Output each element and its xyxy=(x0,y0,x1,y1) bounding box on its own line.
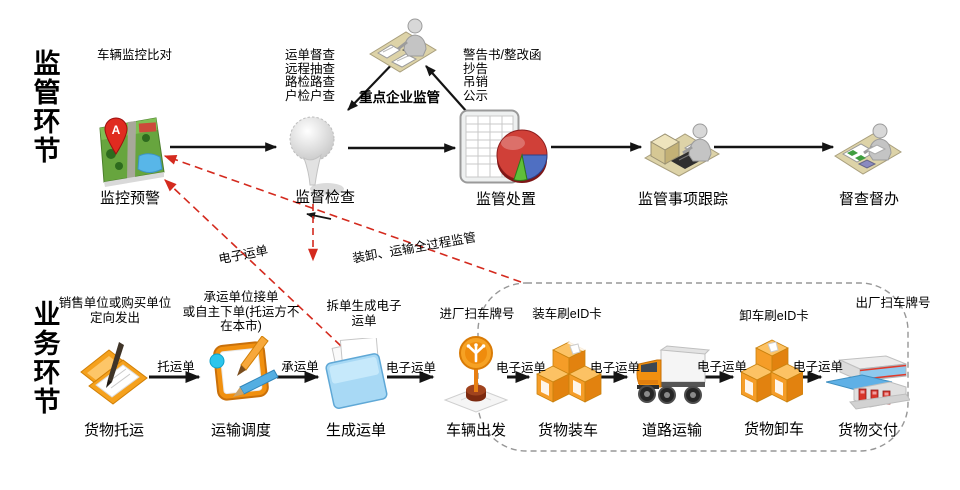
note-line: 拆单生成电子 xyxy=(326,299,402,313)
desk-person-icon xyxy=(366,16,440,74)
truck-icon xyxy=(633,344,711,406)
note-line: 路检路查 xyxy=(285,75,336,89)
edge-label-e-waybill-5: 电子运单 xyxy=(792,360,844,374)
note-eid-unload: 卸车刷eID卡 xyxy=(739,309,809,323)
note-dispatch: 承运单位接单 或自主下单(托运方不 在本市) xyxy=(183,290,300,334)
node-label-goods-deliver: 货物交付 xyxy=(837,422,899,439)
note-split-waybill: 拆单生成电子 运单 xyxy=(326,299,401,328)
note-inspect-list: 运单督查 远程抽查 路检路查 户检户查 xyxy=(285,48,336,103)
node-label-matter-tracking: 监管事项跟踪 xyxy=(637,191,729,208)
arrow-dispose-to-hub xyxy=(425,65,468,113)
edge-label-carrier-note: 承运单 xyxy=(281,360,319,374)
note-consign: 销售单位或购买单位 定向发出 xyxy=(59,296,172,325)
edge-label-e-waybill-4: 电子运单 xyxy=(696,360,748,374)
node-label-generate-waybill: 生成运单 xyxy=(325,422,387,439)
clipboard-pencils-icon xyxy=(204,336,282,408)
note-line: 吊销 xyxy=(463,75,489,89)
map-icon: A xyxy=(94,112,168,188)
arrow-small-cross xyxy=(306,212,332,220)
edge-label-e-waybill-3: 电子运单 xyxy=(589,361,641,375)
note-line: 公示 xyxy=(463,88,489,103)
red-link-process-to-monitor xyxy=(163,155,522,283)
note-line: 警告书/整改函 xyxy=(463,48,542,62)
node-label-supervise-handle: 督查督办 xyxy=(838,191,900,208)
node-label-supervise-dispose: 监管处置 xyxy=(475,191,537,208)
note-dispose-list: 警告书/整改函 抄告 吊销 公示 xyxy=(463,48,542,103)
note-line: 运单 xyxy=(351,313,377,328)
node-label-goods-load: 货物装车 xyxy=(537,422,599,439)
note-line: 或自主下单(托运方不 xyxy=(182,304,300,319)
note-line: 承运单位接单 xyxy=(203,290,279,304)
node-label-transport-dispatch: 运输调度 xyxy=(210,422,272,439)
cargo-boxes-icon xyxy=(741,338,803,408)
blue-folder-icon xyxy=(322,338,392,412)
signpost-icon xyxy=(443,334,509,416)
note-vehicle-monitor: 车辆监控比对 xyxy=(97,48,173,62)
svg-text:A: A xyxy=(112,123,121,137)
node-label-goods-consign: 货物托运 xyxy=(83,422,145,439)
note-line: 运单督查 xyxy=(285,48,336,62)
note-line: 销售单位或购买单位 xyxy=(58,296,172,310)
hub-label-key-enterprise: 重点企业监管 xyxy=(359,90,440,105)
cargo-boxes-icon xyxy=(536,340,602,408)
depot-icon xyxy=(826,354,910,412)
note-line: 户检户查 xyxy=(285,88,336,103)
note-line: 定向发出 xyxy=(89,310,141,325)
section-title-business: 业务环节 xyxy=(33,300,61,417)
section-title-supervision: 监管环节 xyxy=(33,49,61,166)
edge-label-e-waybill-1: 电子运单 xyxy=(385,361,437,375)
note-eid-load: 装车刷eID卡 xyxy=(532,307,602,321)
node-label-supervise-inspect: 监督检查 xyxy=(294,189,356,206)
desk-box-person-icon xyxy=(643,120,723,178)
note-line: 抄告 xyxy=(463,61,489,76)
node-label-goods-unload: 货物卸车 xyxy=(743,421,805,438)
spreadsheet-pie-icon xyxy=(459,109,549,189)
desk-docs-person-icon xyxy=(833,120,905,178)
note-line: 在本市) xyxy=(220,319,262,333)
note-scan-plate-in: 进厂扫车牌号 xyxy=(439,307,515,321)
folder-pen-icon xyxy=(79,340,151,408)
edge-label-consign-note: 托运单 xyxy=(157,360,195,374)
red-link-waybill-to-monitor xyxy=(164,179,342,347)
balloon-icon xyxy=(284,110,346,200)
note-scan-plate-out: 出厂扫车牌号 xyxy=(855,296,931,310)
node-label-road-transport: 道路运输 xyxy=(641,422,703,439)
node-label-vehicle-depart: 车辆出发 xyxy=(445,422,507,439)
node-label-monitor-warning: 监控预警 xyxy=(99,190,161,207)
note-line: 远程抽查 xyxy=(285,61,336,76)
edge-label-e-waybill-2: 电子运单 xyxy=(495,361,547,375)
